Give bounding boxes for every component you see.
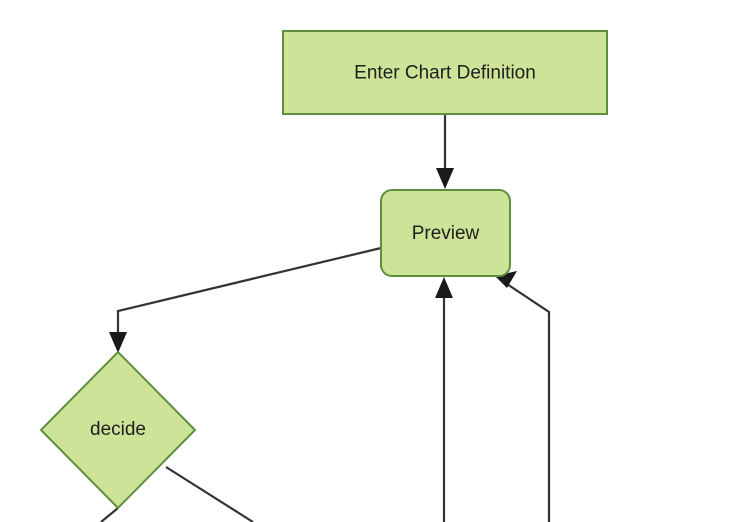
arrowhead-icon [435, 277, 453, 298]
arrowhead-icon [436, 168, 454, 189]
edge-enter-to-preview [436, 114, 454, 189]
edge-return-right-to-preview [495, 271, 551, 522]
edge-decide-out-bottom [100, 507, 119, 522]
node-preview[interactable]: Preview [380, 189, 511, 277]
edge-preview-to-decide [109, 246, 382, 353]
node-shape-rounded-rectangle [380, 189, 511, 277]
node-decide[interactable]: decide [39, 350, 197, 510]
node-shape-rectangle [282, 30, 608, 115]
node-shape-diamond [39, 350, 197, 510]
edge-decide-out-right [165, 466, 254, 522]
edge-return-center-to-preview [435, 277, 453, 522]
arrowhead-icon [109, 332, 127, 353]
node-enter-chart-definition[interactable]: Enter Chart Definition [282, 30, 608, 115]
